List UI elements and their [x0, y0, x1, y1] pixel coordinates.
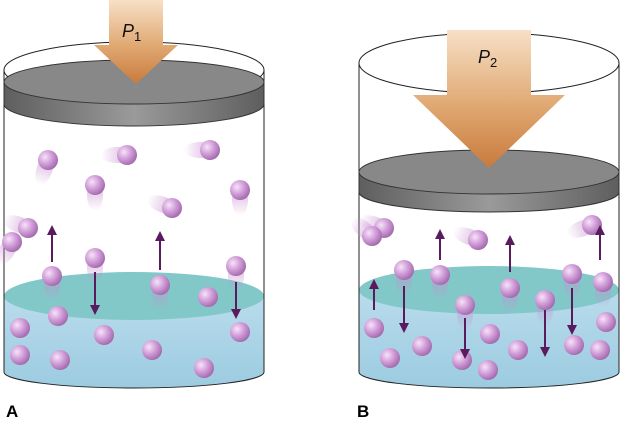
molecule-icon — [564, 335, 584, 355]
molecule-icon — [230, 322, 250, 342]
molecule-icon — [590, 340, 610, 360]
pressure-symbol-b: P — [478, 47, 490, 67]
molecule-icon — [194, 358, 214, 378]
molecule-icon — [230, 180, 250, 216]
molecule-icon — [32, 150, 58, 187]
molecule-icon — [565, 215, 602, 241]
molecule-icon — [0, 232, 22, 269]
pressure-symbol-a: P — [122, 21, 134, 41]
molecule-icon — [10, 318, 30, 338]
molecule-icon — [508, 340, 528, 360]
molecule-icon — [50, 350, 70, 370]
molecule-icon — [198, 287, 218, 307]
panel-label-b: B — [357, 402, 369, 422]
molecule-icon — [380, 348, 400, 368]
molecule-icon — [451, 224, 488, 250]
container-a: P1 — [0, 0, 264, 388]
molecule-icon — [364, 318, 384, 338]
panel-label-a: A — [6, 402, 18, 422]
molecule-icon — [94, 325, 114, 345]
pressure-subscript-a: 1 — [134, 29, 141, 44]
pressure-subscript-b: 2 — [490, 55, 497, 70]
molecule-icon — [85, 175, 105, 211]
molecule-icon — [101, 145, 137, 165]
molecule-icon — [452, 350, 472, 370]
liquid-a — [4, 272, 264, 388]
molecule-icon — [412, 336, 432, 356]
molecule-icon — [596, 312, 616, 332]
molecule-icon — [142, 340, 162, 360]
molecule-icon — [10, 345, 30, 365]
container-b: P2 — [347, 30, 619, 388]
molecule-icon — [48, 306, 68, 326]
molecule-icon — [145, 192, 182, 218]
molecule-icon — [184, 140, 220, 160]
molecule-icon — [478, 360, 498, 380]
molecule-icon — [480, 324, 500, 344]
